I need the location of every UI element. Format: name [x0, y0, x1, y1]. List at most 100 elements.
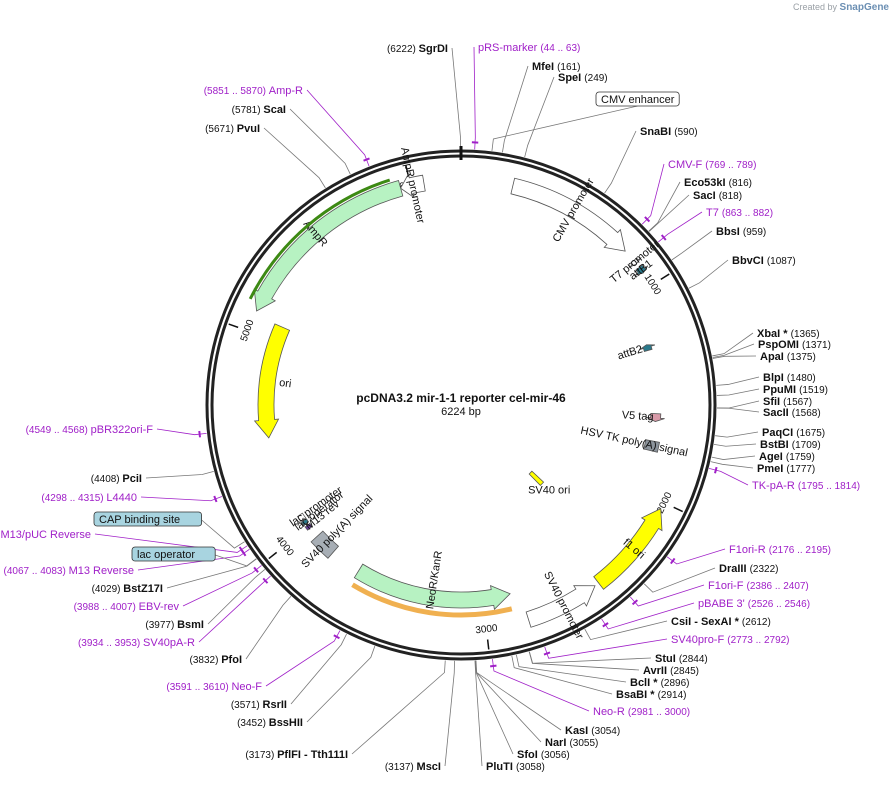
enzyme-name: BclI * [630, 677, 661, 689]
enzyme-site-bbsi: BbsI (959) [716, 226, 766, 238]
enzyme-site-pcii: (4408) PciI [91, 473, 142, 485]
leader-sacii [716, 407, 760, 413]
boxed-label-box [595, 91, 680, 107]
leader-bstbi [713, 443, 757, 447]
primer-site-pbr322ori-f: (4549 .. 4568) pBR322ori-F [26, 424, 154, 436]
enzyme-position: (4029) [92, 584, 124, 595]
enzyme-position: (3977) [145, 620, 177, 631]
enzyme-position: (1371) [802, 340, 831, 351]
enzyme-site-mfei: MfeI (161) [532, 61, 580, 73]
enzyme-name: SfiI [763, 396, 783, 408]
leader-saci [648, 194, 690, 232]
primer-position: (2981 .. 3000) [628, 707, 690, 718]
leader-pfoi [245, 596, 292, 660]
primer-position: (2176 .. 2195) [769, 545, 831, 556]
primer-position: (3988 .. 4007) [74, 602, 139, 613]
leader-sfoi [475, 660, 514, 755]
leader-pbr322ori-f [156, 428, 207, 436]
enzyme-site-avrii: AvrII (2845) [643, 665, 699, 677]
snapgene-logo: SnapGene [839, 2, 889, 13]
enzyme-site-apai: ApaI (1375) [760, 351, 816, 363]
leader-xbai [712, 332, 754, 357]
feature-neor-kanr [353, 563, 511, 611]
enzyme-name: KasI [565, 725, 591, 737]
enzyme-position: (818) [719, 191, 742, 202]
boxed-label-text: CMV enhancer [601, 94, 675, 106]
primer-site-ebv-rev: (3988 .. 4007) EBV-rev [74, 601, 180, 613]
credit-prefix: Created by [792, 2, 838, 12]
enzyme-position: (2612) [742, 617, 771, 628]
ruler-tick-5000 [228, 323, 239, 329]
boxed-label-text: lac operator [137, 549, 195, 561]
primer-site-amp-r: (5851 .. 5870) Amp-R [204, 85, 303, 97]
enzyme-position: (2844) [679, 654, 708, 665]
enzyme-position: (2896) [661, 678, 690, 689]
leader-f1ori-r [666, 548, 726, 565]
leader-cmv-enhancer [491, 105, 638, 151]
feature-hsv-tk-poly-a-signal [643, 439, 660, 453]
feature-cmv-promoter [510, 177, 626, 252]
primer-site-m13-puc-reverse: (4080 .. 4102) M13/pUC Reverse [0, 529, 91, 541]
leader-paqci [715, 431, 759, 438]
enzyme-name: PluTI [486, 761, 516, 773]
enzyme-site-bstbi: BstBI (1709) [760, 439, 821, 451]
leader-sgrdi [451, 47, 461, 150]
leader-pbabe-3 [601, 602, 695, 630]
leader-bsmi [207, 569, 266, 625]
boxed-label-cmv-enhancer: CMV enhancer [595, 91, 680, 107]
primer-site-neo-f: (3591 .. 3610) Neo-F [166, 681, 262, 693]
primer-position: (5851 .. 5870) [204, 86, 269, 97]
enzyme-site-bsabi: BsaBI * (2914) [616, 689, 686, 701]
primer-name: T7 [706, 207, 722, 219]
enzyme-name: SacI [693, 190, 719, 202]
primer-name: Neo-F [231, 681, 262, 693]
leader-pmei [710, 461, 754, 469]
enzyme-name: BsaBI * [616, 689, 658, 701]
leader-pspomi [712, 343, 755, 358]
enzyme-position: (3832) [190, 655, 222, 666]
leader-amp-r [306, 89, 370, 167]
enzyme-position: (249) [584, 73, 607, 84]
enzyme-position: (2845) [670, 666, 699, 677]
primer-position: (2773 .. 2792) [727, 635, 789, 646]
backbone [205, 146, 717, 661]
feature-v5-tag [646, 413, 665, 422]
leader-bsshii [306, 645, 376, 723]
enzyme-site-pmei: PmeI (1777) [757, 463, 815, 475]
ruler-tick-2000 [673, 506, 684, 513]
boxed-label-cap-binding-site: CAP binding site [93, 511, 202, 527]
enzyme-site-csii-sexai: CsiI - SexAI * (2612) [671, 616, 771, 628]
enzyme-position: (1087) [767, 256, 796, 267]
leader-scai [289, 108, 351, 175]
feature-lac-operator [300, 518, 310, 527]
enzyme-site-blpi: BlpI (1480) [763, 372, 816, 384]
enzyme-position: (5671) [205, 124, 237, 135]
enzyme-position: (1568) [792, 408, 821, 419]
enzyme-site-scai: (5781) ScaI [232, 104, 286, 116]
feature-sv40-promoter [525, 585, 596, 628]
enzyme-site-sacii: SacII (1568) [763, 407, 821, 419]
enzyme-site-rsrii: (3571) RsrII [231, 699, 287, 711]
leader-t7 [658, 211, 703, 243]
primer-site-sv40pro-f: SV40pro-F (2773 .. 2792) [671, 634, 790, 646]
primer-position: (4549 .. 4568) [26, 425, 91, 436]
enzyme-name: SgrDI [419, 43, 448, 55]
enzyme-site-sfoi: SfoI (3056) [517, 749, 570, 761]
leader-lines [94, 46, 760, 767]
primer-site-l4440: (4298 .. 4315) L4440 [41, 492, 137, 504]
backbone-outer-strand [205, 149, 717, 661]
feature-lac-promoter [296, 512, 307, 523]
leader-sv40pro-f [544, 638, 668, 659]
enzyme-name: PvuI [237, 123, 260, 135]
enzyme-site-paqci: PaqCI (1675) [762, 427, 825, 439]
enzyme-name: XbaI * [757, 328, 791, 340]
leader-agei [711, 455, 756, 460]
enzyme-site-pfoi: (3832) PfoI [190, 654, 242, 666]
enzyme-position: (1365) [791, 329, 820, 340]
primer-name: TK-pA-R [752, 480, 798, 492]
enzyme-position: (959) [743, 227, 766, 238]
enzyme-name: CsiI - SexAI * [671, 616, 742, 628]
feature-attb1 [634, 264, 649, 276]
enzyme-name: PmeI [757, 463, 786, 475]
